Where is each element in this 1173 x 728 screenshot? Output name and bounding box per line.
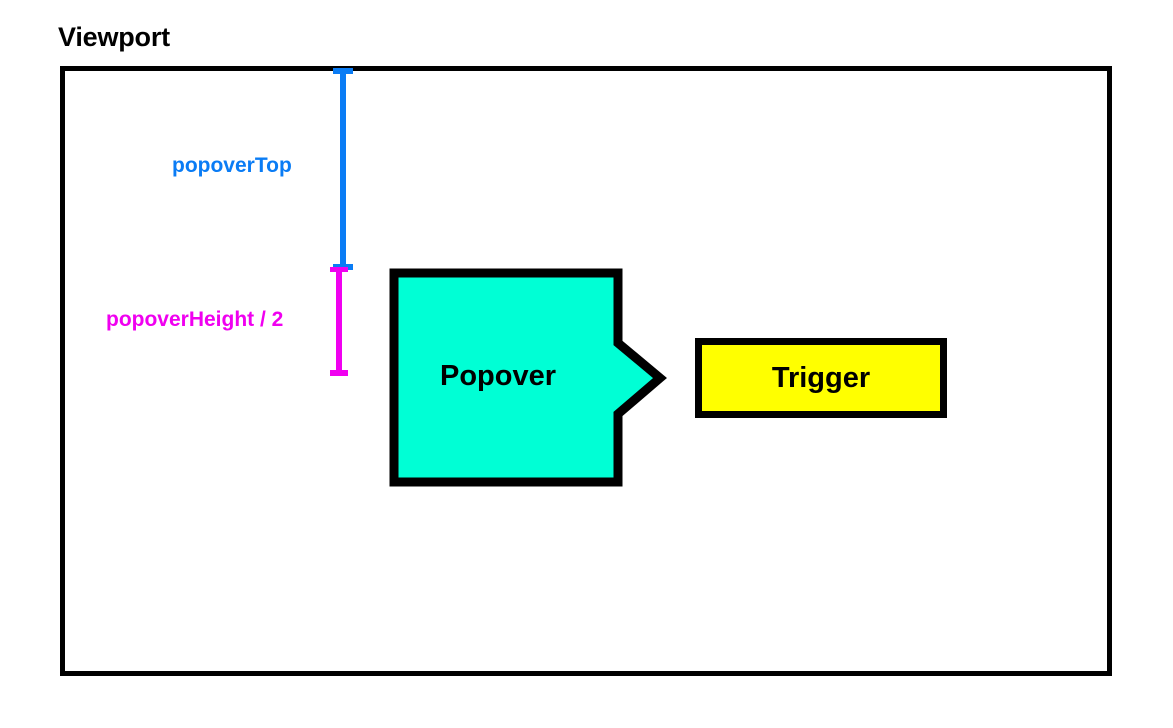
popover-top-measure-line — [340, 68, 346, 268]
popover-shape-svg — [389, 268, 667, 487]
popover-top-measure-label: popoverTop — [172, 154, 292, 177]
trigger-box[interactable] — [695, 338, 947, 418]
page-title: Viewport — [58, 22, 170, 52]
popover-height-measure-line — [336, 268, 342, 376]
trigger-label: Trigger — [771, 362, 871, 394]
popover-shape — [385, 262, 670, 492]
popover-height-measure-label: popoverHeight / 2 — [106, 308, 284, 331]
popover-height-measure-cap-bottom — [330, 370, 348, 376]
popover-outline-path — [389, 268, 667, 487]
popover-label: Popover — [440, 360, 557, 392]
